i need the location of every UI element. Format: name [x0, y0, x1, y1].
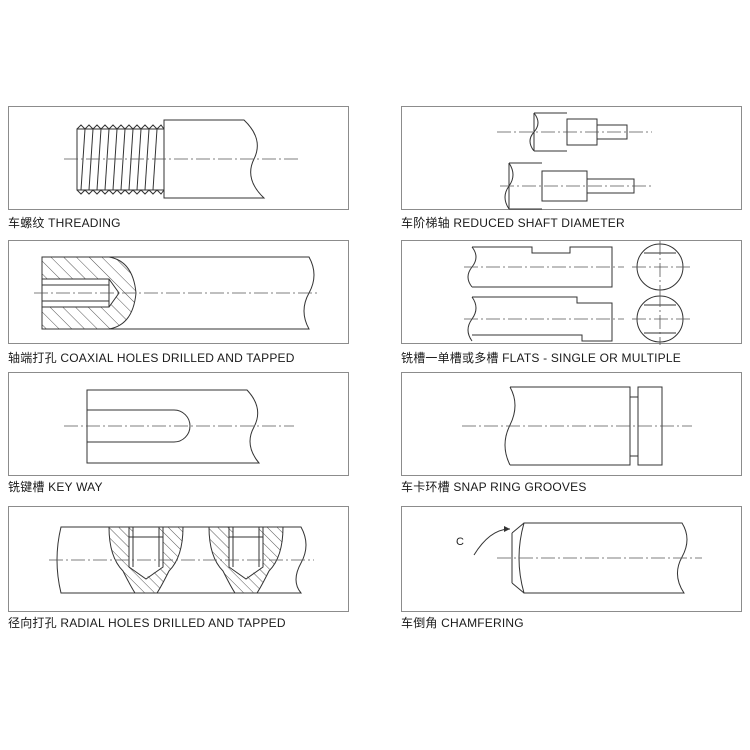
caption-chamfering: 车倒角 CHAMFERING — [401, 616, 524, 630]
caption-reduced-shaft: 车阶梯轴 REDUCED SHAFT DIAMETER — [401, 216, 625, 230]
caption-flats: 铣槽一单槽或多槽 FLATS - SINGLE OR MULTIPLE — [401, 351, 681, 365]
chamfering-panel: C — [401, 506, 742, 612]
key-way-panel — [8, 372, 349, 476]
caption-snap-ring: 车卡环槽 SNAP RING GROOVES — [401, 480, 587, 494]
snap-ring-panel — [401, 372, 742, 476]
key-way-drawing — [64, 389, 294, 464]
reduced-shaft-panel — [401, 106, 742, 210]
caption-threading: 车螺纹 THREADING — [8, 216, 121, 230]
flats-drawing — [464, 241, 690, 345]
snap-ring-drawing — [462, 386, 692, 466]
caption-key-way: 铣键槽 KEY WAY — [8, 480, 103, 494]
radial-holes-panel — [8, 506, 349, 612]
caption-coaxial-holes: 轴端打孔 COAXIAL HOLES DRILLED AND TAPPED — [8, 351, 295, 365]
chamfering-drawing: C — [456, 522, 702, 594]
caption-radial-holes: 径向打孔 RADIAL HOLES DRILLED AND TAPPED — [8, 616, 286, 630]
chamfer-label: C — [456, 536, 464, 548]
radial-holes-drawing — [49, 526, 314, 594]
threading-drawing — [64, 119, 299, 199]
flats-panel — [401, 240, 742, 345]
coaxial-holes-panel — [8, 240, 349, 344]
thread-lines — [76, 124, 165, 195]
threading-panel — [8, 106, 349, 210]
coaxial-holes-drawing — [34, 256, 319, 330]
reduced-shaft-drawing — [497, 112, 652, 210]
